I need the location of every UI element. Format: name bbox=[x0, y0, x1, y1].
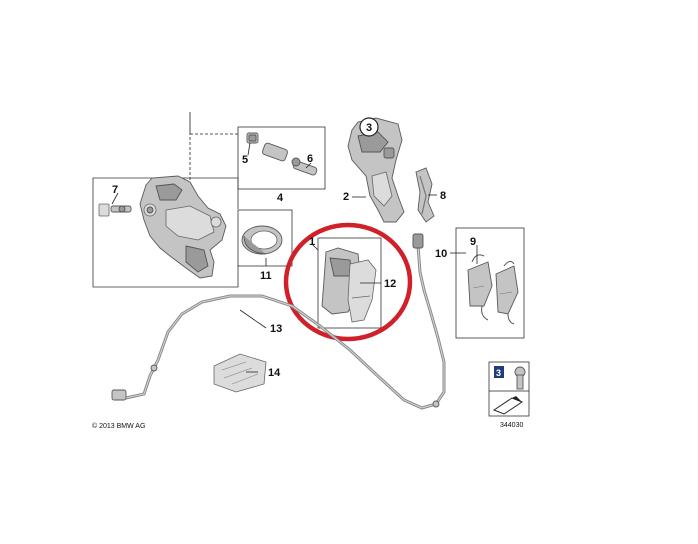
label-8: 8 bbox=[440, 190, 446, 202]
part-2-caliper-carrier bbox=[347, 117, 405, 223]
label-4: 4 bbox=[277, 192, 284, 204]
box-caliper bbox=[92, 177, 239, 288]
part-8-spring-clip bbox=[415, 167, 435, 223]
part-7-bleeder bbox=[98, 203, 132, 217]
legend-arrow-icon bbox=[492, 397, 524, 415]
part-6-guide-pin bbox=[291, 157, 318, 176]
label-6: 6 bbox=[307, 153, 313, 165]
label-5: 5 bbox=[242, 154, 248, 166]
legend-box bbox=[488, 361, 530, 417]
legend-bolt-icon bbox=[514, 366, 526, 390]
part-11-seal-ring bbox=[241, 225, 283, 255]
brake-caliper bbox=[139, 175, 227, 279]
part-5-sleeve bbox=[246, 132, 259, 144]
part-4-bushing bbox=[262, 142, 288, 162]
diagram-number: 344030 bbox=[500, 422, 523, 429]
part-12-brake-pads bbox=[321, 247, 377, 323]
legend-number: 3 bbox=[496, 368, 501, 378]
box-part-4 bbox=[237, 126, 326, 190]
label-3: 3 bbox=[366, 122, 372, 134]
copyright-text: © 2013 BMW AG bbox=[92, 422, 145, 430]
box-part-10 bbox=[455, 227, 525, 339]
part-13-wear-sensor-cable bbox=[111, 233, 446, 410]
label-13: 13 bbox=[270, 323, 282, 335]
dashed-leader-4 bbox=[189, 112, 238, 200]
label-11: 11 bbox=[260, 270, 272, 282]
label-9: 9 bbox=[470, 236, 476, 248]
part-9-retaining-springs bbox=[467, 254, 519, 325]
part-3-callout-circle bbox=[359, 117, 379, 137]
label-10: 10 bbox=[435, 248, 447, 260]
legend-number-badge bbox=[494, 366, 504, 378]
label-1: 1 bbox=[309, 236, 315, 248]
leader-lines bbox=[111, 142, 478, 373]
label-7: 7 bbox=[112, 184, 118, 196]
box-part-11 bbox=[237, 209, 293, 267]
part-14-grease-packet bbox=[213, 353, 267, 393]
label-14: 14 bbox=[268, 367, 281, 379]
label-2: 2 bbox=[343, 191, 349, 203]
label-12: 12 bbox=[384, 278, 396, 290]
highlight-circle bbox=[283, 222, 413, 342]
